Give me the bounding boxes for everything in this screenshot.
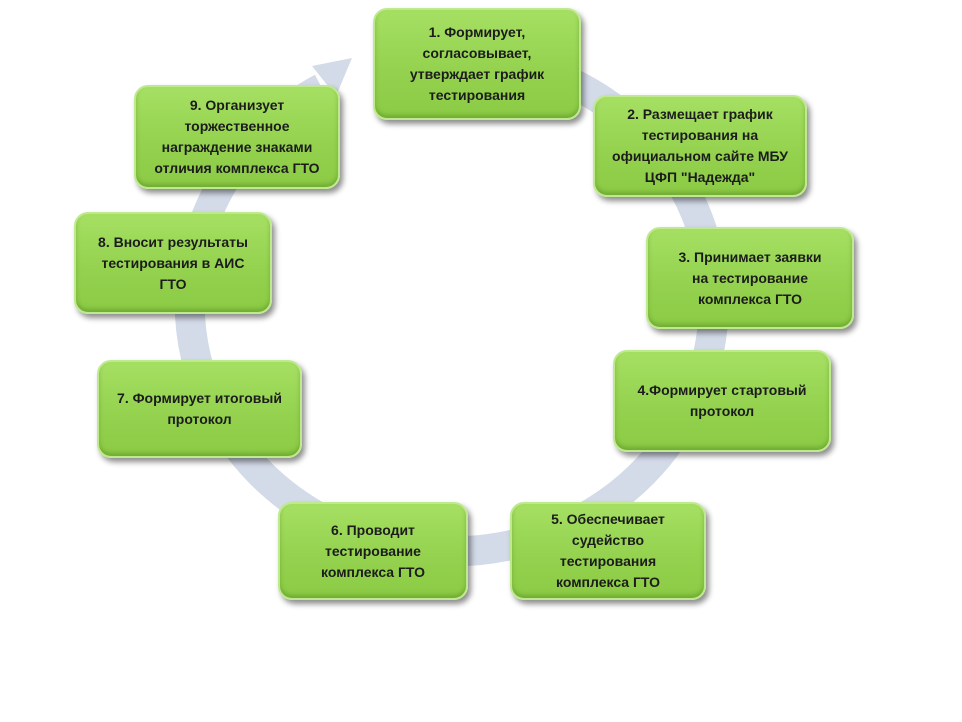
step-4: 4.Формирует стартовый протокол [613, 350, 831, 452]
arrowhead-icon [312, 58, 352, 96]
step-9: 9. Организует торжественное награждение … [134, 85, 340, 189]
step-5: 5. Обеспечивает судейство тестирования к… [510, 502, 706, 600]
step-3: 3. Принимает заявки на тестирование комп… [646, 227, 854, 329]
step-8: 8. Вносит результаты тестирования в АИС … [74, 212, 272, 314]
step-7: 7. Формирует итоговый протокол [97, 360, 302, 458]
step-2: 2. Размещает график тестирования на офиц… [593, 95, 807, 197]
step-1: 1. Формирует, согласовывает, утверждает … [373, 8, 581, 120]
step-6: 6. Проводит тестирование комплекса ГТО [278, 502, 468, 600]
